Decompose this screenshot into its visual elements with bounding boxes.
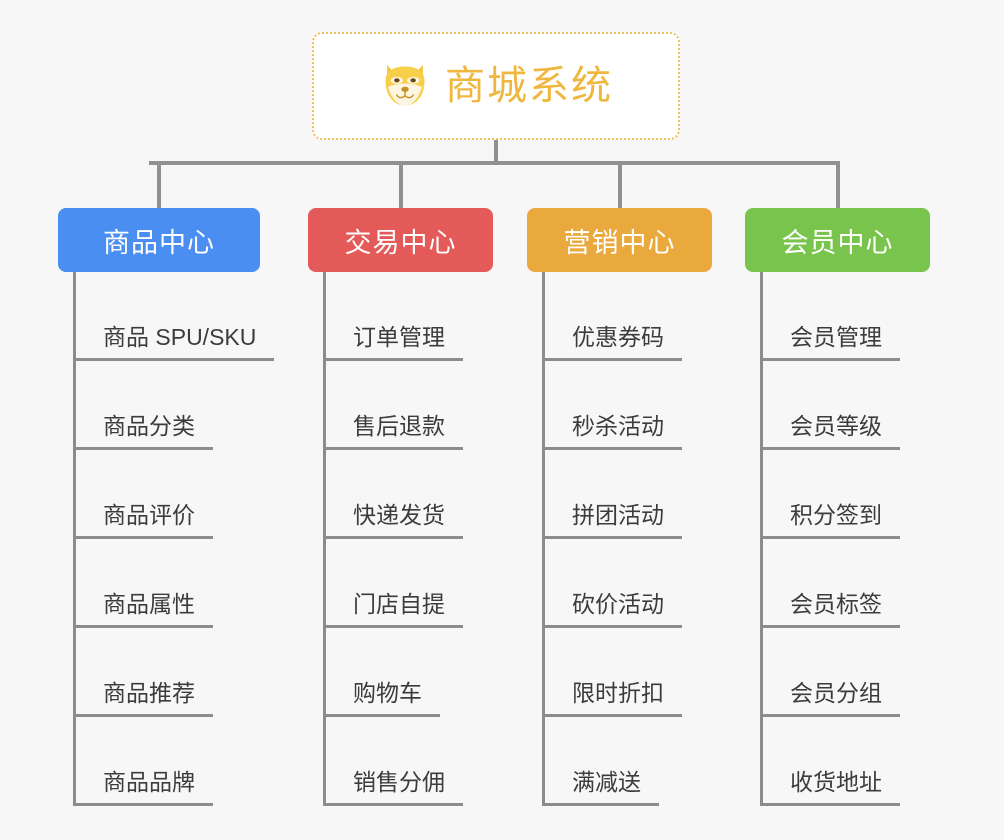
leaf-item[interactable]: 秒杀活动 [527, 361, 712, 450]
rail-marketing-center [542, 272, 545, 806]
leaf-item-label: 门店自提 [323, 590, 463, 628]
leaf-list-marketing-center: 优惠券码秒杀活动拼团活动砍价活动限时折扣满减送 [527, 272, 712, 806]
leaf-item[interactable]: 商品分类 [58, 361, 260, 450]
leaf-item[interactable]: 商品 SPU/SKU [58, 272, 275, 361]
leaf-list-product-center: 商品 SPU/SKU 商品分类商品评价商品属性商品推荐商品品牌 [58, 272, 275, 806]
leaf-item-label: 拼团活动 [542, 501, 682, 539]
leaf-item[interactable]: 会员等级 [745, 361, 930, 450]
leaf-item[interactable]: 商品评价 [58, 450, 260, 539]
leaf-item[interactable]: 门店自提 [308, 539, 493, 628]
leaf-item[interactable]: 订单管理 [308, 272, 493, 361]
root-title: 商城系统 [445, 64, 613, 108]
leaf-item-label: 销售分佣 [323, 768, 463, 806]
leaf-item[interactable]: 满减送 [527, 717, 712, 806]
category-label: 商品中心 [103, 227, 215, 258]
category-box-member-center[interactable]: 会员中心 [745, 208, 930, 272]
leaf-item-label: 快递发货 [323, 501, 463, 539]
leaf-item[interactable]: 会员分组 [745, 628, 930, 717]
leaf-item-label: 满减送 [542, 768, 659, 806]
leaf-item-label: 会员等级 [760, 412, 900, 450]
leaf-item[interactable]: 会员管理 [745, 272, 930, 361]
column-product-center: 商品中心商品 SPU/SKU 商品分类商品评价商品属性商品推荐商品品牌 [58, 208, 275, 806]
root-node[interactable]: 商城系统 [312, 32, 680, 140]
leaf-item-label: 积分签到 [760, 501, 900, 539]
leaf-item[interactable]: 购物车 [308, 628, 493, 717]
leaf-list-member-center: 会员管理会员等级积分签到会员标签会员分组收货地址 [745, 272, 930, 806]
leaf-item-label: 售后退款 [323, 412, 463, 450]
dog-face-icon [385, 64, 425, 106]
leaf-item-label: 商品属性 [73, 590, 213, 628]
leaf-item-label: 会员分组 [760, 679, 900, 717]
connector-drop-trade-center [398, 161, 403, 208]
rail-trade-center [323, 272, 326, 806]
column-marketing-center: 营销中心优惠券码秒杀活动拼团活动砍价活动限时折扣满减送 [527, 208, 712, 806]
connector-bus [149, 161, 839, 165]
leaf-item-label: 会员标签 [760, 590, 900, 628]
leaf-item-label: 购物车 [323, 679, 440, 717]
category-box-trade-center[interactable]: 交易中心 [308, 208, 493, 272]
category-label: 会员中心 [781, 227, 894, 258]
column-member-center: 会员中心会员管理会员等级积分签到会员标签会员分组收货地址 [745, 208, 930, 806]
leaf-item-label: 商品评价 [73, 501, 213, 539]
leaf-item[interactable]: 限时折扣 [527, 628, 712, 717]
leaf-item[interactable]: 收货地址 [745, 717, 930, 806]
category-label: 营销中心 [563, 227, 676, 258]
leaf-item-label: 商品 SPU/SKU [73, 323, 275, 361]
rail-member-center [760, 272, 763, 806]
leaf-item-label: 秒杀活动 [542, 412, 682, 450]
leaf-item[interactable]: 砍价活动 [527, 539, 712, 628]
column-trade-center: 交易中心订单管理售后退款快递发货门店自提购物车销售分佣 [308, 208, 493, 806]
leaf-item-label: 限时折扣 [542, 679, 682, 717]
leaf-item[interactable]: 商品属性 [58, 539, 260, 628]
leaf-item[interactable]: 商品品牌 [58, 717, 260, 806]
leaf-item[interactable]: 拼团活动 [527, 450, 712, 539]
leaf-item[interactable]: 优惠券码 [527, 272, 712, 361]
category-label: 交易中心 [344, 227, 457, 258]
leaf-item-label: 会员管理 [760, 323, 900, 361]
leaf-item-label: 订单管理 [323, 323, 463, 361]
leaf-item-label: 商品推荐 [73, 679, 213, 717]
leaf-item-label: 收货地址 [760, 768, 900, 806]
connector-drop-member-center [835, 161, 840, 208]
leaf-item-label: 商品分类 [73, 412, 213, 450]
connector-stem [494, 140, 498, 164]
leaf-item[interactable]: 商品推荐 [58, 628, 260, 717]
leaf-item-label: 优惠券码 [542, 323, 682, 361]
leaf-item[interactable]: 积分签到 [745, 450, 930, 539]
leaf-item[interactable]: 售后退款 [308, 361, 493, 450]
connector-drop-product-center [157, 161, 161, 208]
leaf-item[interactable]: 销售分佣 [308, 717, 493, 806]
category-box-marketing-center[interactable]: 营销中心 [527, 208, 712, 272]
connector-drop-marketing-center [617, 161, 622, 208]
category-box-product-center[interactable]: 商品中心 [58, 208, 260, 272]
rail-product-center [73, 272, 76, 806]
leaf-item[interactable]: 会员标签 [745, 539, 930, 628]
leaf-list-trade-center: 订单管理售后退款快递发货门店自提购物车销售分佣 [308, 272, 493, 806]
leaf-item-label: 商品品牌 [73, 768, 213, 806]
leaf-item[interactable]: 快递发货 [308, 450, 493, 539]
leaf-item-label: 砍价活动 [542, 590, 682, 628]
